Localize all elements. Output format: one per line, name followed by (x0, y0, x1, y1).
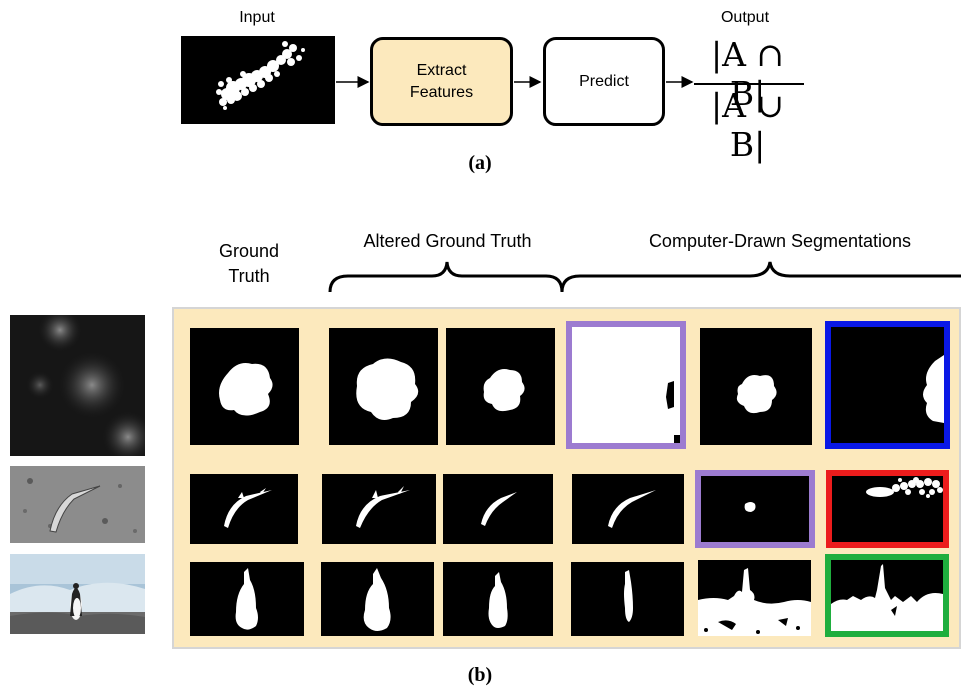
r2-altered-mask-2 (443, 474, 553, 544)
r3-computer-mask-1 (571, 562, 684, 636)
header-computer-segmentations: Computer-Drawn Segmentations (648, 231, 912, 251)
r1-computer-mask-1 (566, 321, 686, 449)
r3-computer-mask-3 (825, 554, 949, 637)
r1-altered-mask-1 (329, 328, 438, 445)
formula-numerator: |A ∩ B| (710, 35, 785, 113)
header-altered-ground-truth: Altered Ground Truth (363, 231, 532, 251)
source-image-penguin (10, 554, 145, 634)
brace-altered (328, 261, 564, 293)
flow-arrows (336, 76, 694, 88)
header-ground-truth: Ground Truth (218, 241, 280, 286)
r2-ground-truth-mask (190, 474, 298, 544)
caption-b: (b) (467, 664, 493, 686)
extract-features-box: Extract Features (370, 37, 513, 126)
r3-altered-mask-1 (321, 562, 434, 636)
input-mask-image (181, 36, 335, 124)
brace-computer (560, 261, 961, 293)
r3-altered-mask-2 (443, 562, 553, 636)
r2-altered-mask-1 (322, 474, 436, 544)
input-mask-blob (216, 41, 305, 110)
predict-label: Predict (579, 72, 629, 90)
r2-computer-mask-3 (826, 470, 949, 548)
header-braces (328, 261, 961, 293)
predict-box: Predict (543, 37, 665, 126)
r3-computer-mask-2 (698, 560, 811, 636)
caption-a: (a) (468, 152, 492, 174)
formula-denominator: |A ∪ B| (710, 86, 785, 164)
r2-computer-mask-2 (695, 470, 815, 548)
r1-computer-mask-2 (700, 328, 812, 445)
r2-computer-mask-1 (572, 474, 684, 544)
source-image-cells (10, 315, 145, 456)
r1-ground-truth-mask (190, 328, 299, 445)
r3-ground-truth-mask (190, 562, 304, 636)
r1-altered-mask-2 (446, 328, 555, 445)
source-image-elongated-cell (10, 466, 145, 543)
output-label: Output (720, 9, 770, 26)
input-label: Input (239, 9, 275, 26)
r1-computer-mask-3 (825, 321, 950, 449)
formula-bar (694, 83, 804, 85)
extract-features-label: Extract Features (409, 61, 474, 101)
